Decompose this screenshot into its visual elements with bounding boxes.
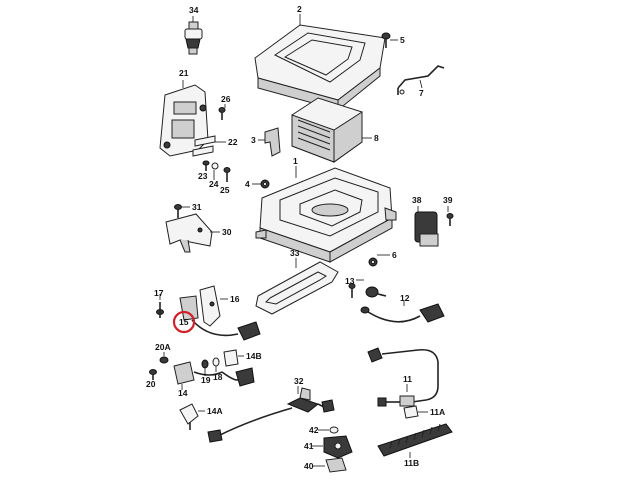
callout-14: 14: [178, 388, 188, 398]
callout-38: 38: [412, 195, 422, 205]
part-38-relay[interactable]: [414, 211, 439, 247]
part-4-grommet[interactable]: [260, 179, 270, 189]
part-14b-shield[interactable]: [223, 349, 239, 367]
callout-26: 26: [221, 94, 231, 104]
callout-18: 18: [213, 372, 223, 382]
callout-13: 13: [345, 276, 355, 286]
callout-14a: 14A: [207, 406, 223, 416]
callout-23: 23: [198, 171, 208, 181]
callout-31: 31: [192, 202, 202, 212]
callout-17: 17: [154, 288, 164, 298]
part-11b-protective-sleeve[interactable]: [377, 423, 453, 457]
callout-14b: 14B: [246, 351, 262, 361]
callout-20a: 20A: [155, 342, 171, 352]
callout-19: 19: [201, 375, 211, 385]
callout-8: 8: [374, 133, 379, 143]
callout-34: 34: [189, 5, 199, 15]
callout-4: 4: [245, 179, 250, 189]
part-20a-bolt[interactable]: [159, 356, 169, 364]
part-41-sensor-body[interactable]: [323, 435, 353, 459]
callout-5: 5: [400, 35, 405, 45]
part-42-washer[interactable]: [329, 426, 339, 434]
callout-6: 6: [392, 250, 397, 260]
callout-25: 25: [220, 185, 230, 195]
part-21-mounting-bracket[interactable]: [159, 84, 209, 157]
callout-11b: 11B: [404, 458, 419, 468]
part-8-control-module[interactable]: [291, 97, 363, 163]
callout-1: 1: [293, 156, 298, 166]
callout-7: 7: [419, 88, 424, 98]
part-18-ring[interactable]: [212, 357, 220, 367]
part-19-ring[interactable]: [201, 359, 209, 369]
part-26-screw[interactable]: [218, 107, 226, 121]
callout-11: 11: [403, 374, 412, 384]
part-1-housing[interactable]: [255, 167, 397, 263]
callout-40: 40: [304, 461, 314, 471]
callout-15: 15: [179, 317, 189, 327]
part-3-clip[interactable]: [264, 127, 281, 157]
part-7-bracket[interactable]: [397, 65, 445, 95]
part-34-sensor[interactable]: [184, 21, 203, 55]
part-6-grommet[interactable]: [368, 257, 378, 267]
part-2-control-unit-cover[interactable]: [254, 24, 386, 112]
callout-30: 30: [222, 227, 232, 237]
callout-2: 2: [297, 4, 302, 14]
callout-32: 32: [294, 376, 304, 386]
part-24-washer[interactable]: [211, 162, 219, 170]
callout-11a: 11A: [430, 407, 445, 417]
callout-24: 24: [209, 179, 219, 189]
part-23-bolt[interactable]: [202, 160, 210, 171]
part-11a-clip[interactable]: [403, 405, 419, 419]
callout-16: 16: [230, 294, 240, 304]
part-11-oxygen-sensor[interactable]: [367, 347, 439, 407]
part-30-bracket[interactable]: [165, 213, 213, 253]
callout-41: 41: [304, 441, 314, 451]
part-32-sensor-harness[interactable]: [207, 387, 335, 443]
part-14-sensor[interactable]: [173, 361, 223, 385]
part-13-knock-sensor[interactable]: [348, 283, 387, 299]
callout-3: 3: [251, 135, 256, 145]
part-20-bolt[interactable]: [149, 369, 157, 381]
part-12-sensor-harness[interactable]: [360, 303, 445, 323]
part-17-bolt[interactable]: [156, 302, 164, 318]
part-40-bracket[interactable]: [325, 457, 347, 473]
callout-33: 33: [290, 248, 300, 258]
part-31-bolt[interactable]: [174, 204, 182, 219]
callout-20: 20: [146, 379, 156, 389]
part-25-screw[interactable]: [223, 167, 231, 183]
part-39-screw[interactable]: [446, 213, 454, 227]
part-5-screw[interactable]: [381, 32, 391, 48]
callout-22: 22: [228, 137, 238, 147]
part-14-harness-connector[interactable]: [221, 367, 255, 387]
highlight-ring-15: [172, 310, 196, 334]
part-14a-sensor[interactable]: [179, 403, 199, 430]
callout-21: 21: [179, 68, 189, 78]
part-16-bracket[interactable]: [199, 285, 221, 327]
callout-39: 39: [443, 195, 453, 205]
callout-42: 42: [309, 425, 319, 435]
part-33-gasket[interactable]: [255, 261, 339, 315]
callout-12: 12: [400, 293, 410, 303]
